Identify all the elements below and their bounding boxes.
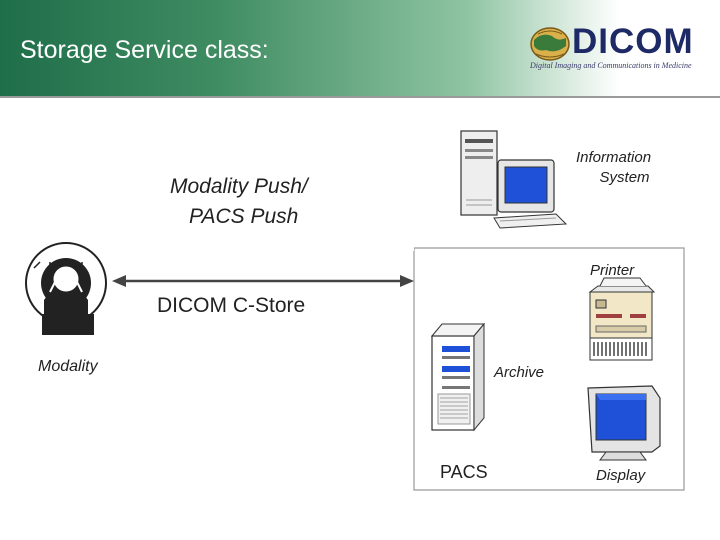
push-label-line1: Modality Push/ [170, 175, 308, 198]
push-label: Modality Push/ PACS Push [170, 172, 308, 232]
display-label: Display [596, 467, 646, 484]
c-store-arrow [112, 275, 414, 287]
workstation-icon [460, 130, 568, 229]
logo-wordmark: DICOM [572, 22, 694, 61]
info-system-label: Information System [576, 148, 651, 188]
server-tower-icon [430, 322, 486, 432]
info-system-line2: System [599, 169, 650, 186]
pacs-bracket [413, 247, 685, 491]
slide-header: Storage Service class: DICOM Digital Ima… [0, 0, 720, 98]
cstore-label: DICOM C-Store [157, 294, 306, 317]
archive-label: Archive [494, 364, 545, 381]
slide-title: Storage Service class: [20, 36, 269, 64]
dicom-logo: DICOM Digital Imaging and Communications… [528, 22, 714, 70]
push-label-line2: PACS Push [189, 205, 299, 228]
info-system-line1: Information [576, 149, 652, 166]
monitor-icon [587, 385, 661, 461]
logo-tagline: Digital Imaging and Communications in Me… [530, 61, 692, 70]
modality-label: Modality [38, 358, 98, 375]
mri-scanner-icon [25, 242, 107, 335]
globe-icon [530, 27, 570, 61]
printer-label: Printer [590, 262, 635, 279]
printer-icon [588, 277, 656, 361]
pacs-label: PACS [440, 462, 488, 482]
